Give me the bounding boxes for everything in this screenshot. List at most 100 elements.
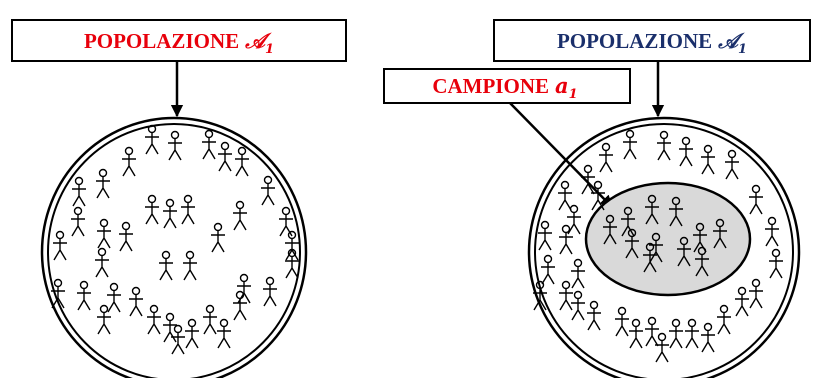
stick-figure-person-icon xyxy=(233,200,247,231)
stick-figure-person-icon xyxy=(623,129,637,160)
stick-figure-person-icon xyxy=(285,230,299,261)
stick-figure-person-icon xyxy=(657,130,671,161)
stick-figure-person-icon xyxy=(769,248,783,279)
stick-figure-person-icon xyxy=(581,164,595,195)
left-population-word: POPOLAZIONE xyxy=(84,29,239,53)
stick-figure-person-icon xyxy=(51,278,65,309)
stick-figure-person-icon xyxy=(567,204,581,235)
right-population-ring-outer xyxy=(527,116,801,378)
left-population-ring-inner xyxy=(47,123,301,378)
stick-figure-person-icon xyxy=(625,228,639,259)
stick-figure-person-icon xyxy=(713,218,727,249)
stick-figure-person-icon xyxy=(571,258,585,289)
stick-figure-person-icon xyxy=(645,194,659,225)
right-population-people xyxy=(533,129,783,363)
sample-ellipse xyxy=(584,181,752,297)
stick-figure-person-icon xyxy=(71,206,85,237)
stick-figure-person-icon xyxy=(202,129,216,160)
stick-figure-person-icon xyxy=(181,194,195,225)
sample-symbol: a xyxy=(555,73,569,98)
stick-figure-person-icon xyxy=(263,276,277,307)
stick-figure-person-icon xyxy=(95,247,109,278)
right-population-subscript: 1 xyxy=(738,42,747,57)
stick-figure-person-icon xyxy=(97,304,111,335)
stick-figure-person-icon xyxy=(163,198,177,229)
stick-figure-person-icon xyxy=(235,146,249,177)
right-population-label-box xyxy=(493,19,811,62)
stick-figure-person-icon xyxy=(559,224,573,255)
stick-figure-person-icon xyxy=(725,149,739,180)
stick-figure-person-icon xyxy=(218,141,232,172)
stick-figure-person-icon xyxy=(237,273,251,304)
stick-figure-person-icon xyxy=(695,246,709,277)
stick-figure-person-icon xyxy=(679,136,693,167)
stick-figure-person-icon xyxy=(717,304,731,335)
left-population-subscript: 1 xyxy=(265,42,274,57)
stick-figure-person-icon xyxy=(145,194,159,225)
stick-figure-person-icon xyxy=(171,324,185,355)
sample-label-box xyxy=(383,68,631,104)
stick-figure-person-icon xyxy=(669,318,683,349)
left-population-people xyxy=(51,124,299,355)
stick-figure-person-icon xyxy=(621,206,635,237)
stick-figure-person-icon xyxy=(645,316,659,347)
stick-figure-person-icon xyxy=(599,142,613,173)
stick-figure-person-icon xyxy=(571,290,585,321)
stick-figure-person-icon xyxy=(615,306,629,337)
stick-figure-person-icon xyxy=(53,230,67,261)
stick-figure-person-icon xyxy=(735,286,749,317)
stick-figure-person-icon xyxy=(749,278,763,309)
stick-figure-person-icon xyxy=(72,176,86,207)
stick-figure-person-icon xyxy=(163,312,177,343)
left-population-label-box xyxy=(11,19,347,62)
stick-figure-person-icon xyxy=(279,206,293,237)
stick-figure-person-icon xyxy=(677,236,691,267)
stick-figure-person-icon xyxy=(159,250,173,281)
stick-figure-person-icon xyxy=(183,250,197,281)
stick-figure-person-icon xyxy=(97,218,111,249)
right-population-word: POPOLAZIONE xyxy=(557,29,712,53)
stick-figure-person-icon xyxy=(643,242,657,273)
stick-figure-person-icon xyxy=(591,180,605,211)
stick-figure-person-icon xyxy=(669,196,683,227)
stick-figure-person-icon xyxy=(285,248,299,279)
sample-arrow xyxy=(509,102,613,208)
stick-figure-person-icon xyxy=(538,220,552,251)
stick-figure-person-icon xyxy=(107,282,121,313)
stick-figure-person-icon xyxy=(211,222,225,253)
left-population-ring-outer xyxy=(40,116,308,378)
sample-subscript: 1 xyxy=(569,87,578,102)
stick-figure-person-icon xyxy=(203,304,217,335)
stick-figure-person-icon xyxy=(533,280,547,311)
stick-figure-person-icon xyxy=(685,318,699,349)
stick-figure-person-icon xyxy=(559,280,573,311)
stick-figure-person-icon xyxy=(541,254,555,285)
stick-figure-person-icon xyxy=(217,318,231,349)
stick-figure-person-icon xyxy=(129,286,143,317)
stick-figure-person-icon xyxy=(558,180,572,211)
stick-figure-person-icon xyxy=(765,216,779,247)
stick-figure-person-icon xyxy=(119,221,133,252)
stick-figure-person-icon xyxy=(168,130,182,161)
stick-figure-person-icon xyxy=(77,280,91,311)
stick-figure-person-icon xyxy=(701,144,715,175)
stick-figure-person-icon xyxy=(587,300,601,331)
stick-figure-person-icon xyxy=(145,124,159,155)
stick-figure-person-icon xyxy=(701,322,715,353)
stick-figure-person-icon xyxy=(603,214,617,245)
stick-figure-person-icon xyxy=(96,168,110,199)
sample-word: CAMPIONE xyxy=(432,74,549,98)
stick-figure-person-icon xyxy=(629,318,643,349)
stick-figure-person-icon xyxy=(233,290,247,321)
right-population-ring-inner xyxy=(534,123,794,378)
stick-figure-person-icon xyxy=(649,232,663,263)
stick-figure-person-icon xyxy=(693,222,707,253)
stick-figure-person-icon xyxy=(185,318,199,349)
stick-figure-person-icon xyxy=(122,146,136,177)
stick-figure-person-icon xyxy=(655,332,669,363)
